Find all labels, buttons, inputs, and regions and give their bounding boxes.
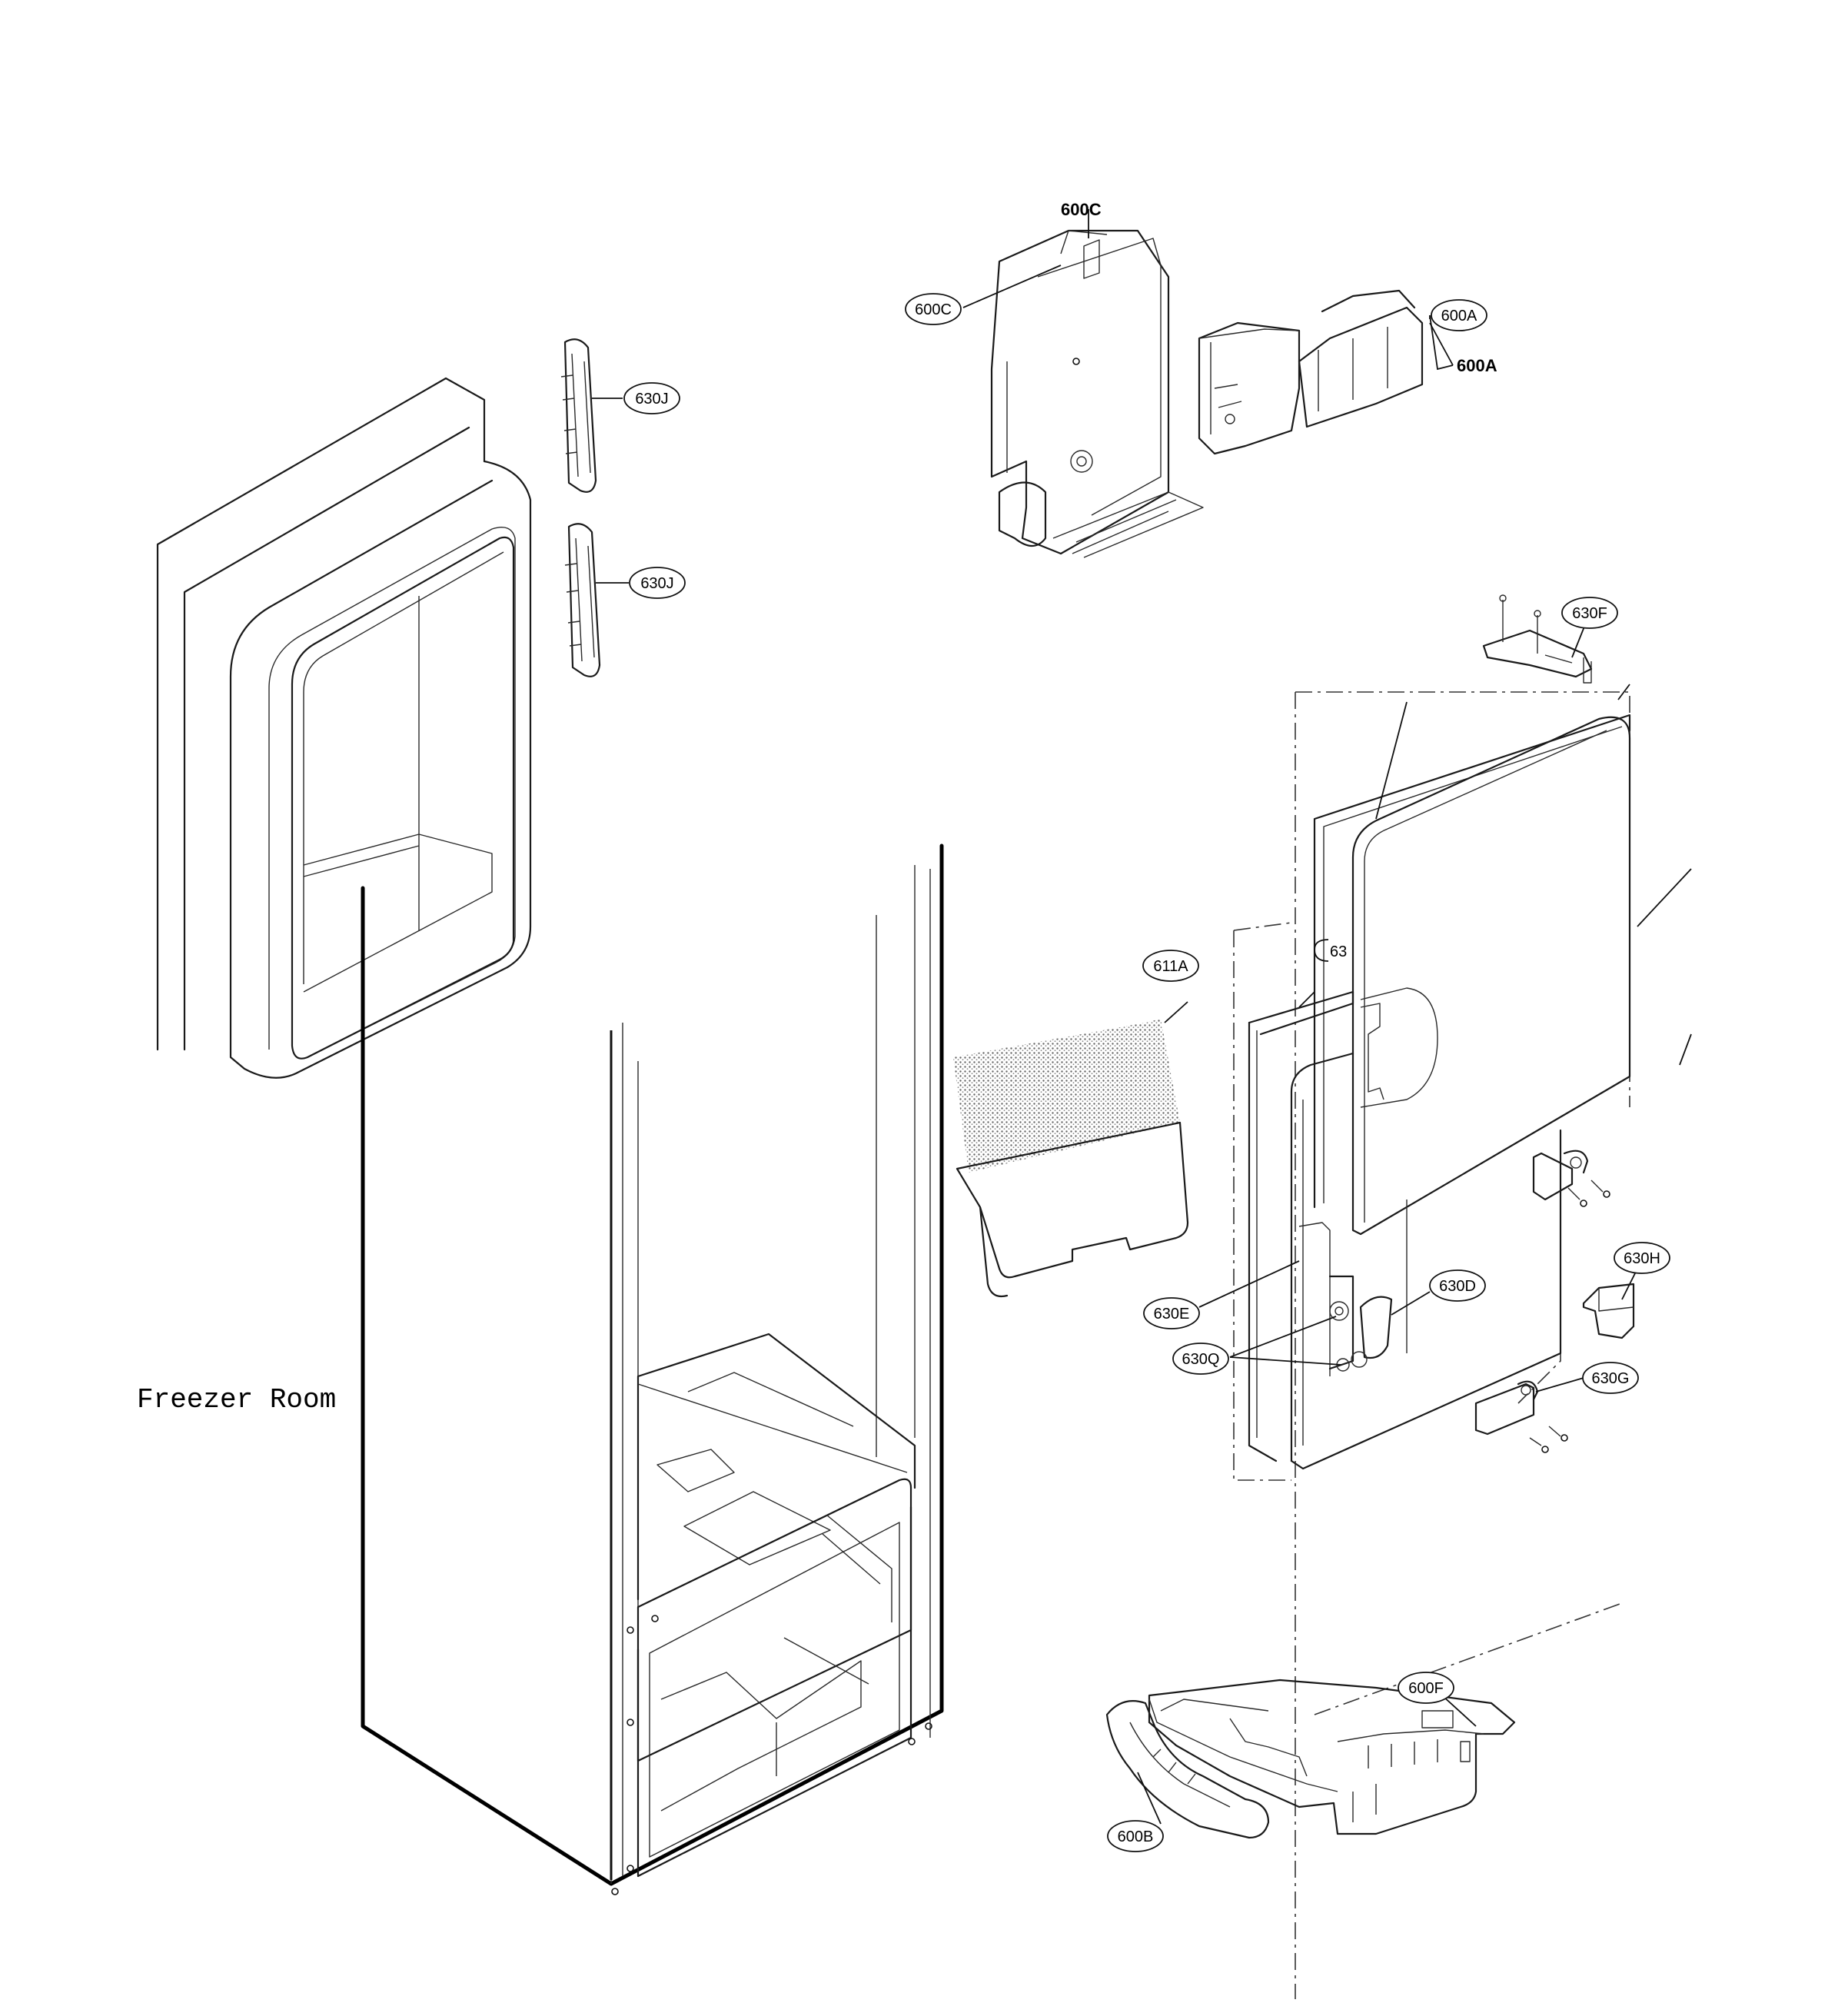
callout-600a: 600A bbox=[1431, 299, 1487, 331]
door-stopper bbox=[1582, 1283, 1635, 1339]
freezer-door-frame bbox=[156, 377, 532, 1079]
label-600a-bold: 600A bbox=[1457, 356, 1497, 375]
callout-600b: 600B bbox=[1107, 1820, 1164, 1852]
callout-63-partial-text: 63 bbox=[1330, 943, 1347, 960]
callout-630j-top-text: 630J bbox=[635, 391, 668, 408]
callout-630f: 630F bbox=[1561, 597, 1618, 629]
freezer-cabinet bbox=[361, 843, 944, 1895]
leader-lines bbox=[592, 209, 1692, 1825]
callout-600b-text: 600B bbox=[1118, 1828, 1154, 1845]
callout-600a-text: 600A bbox=[1441, 308, 1477, 324]
callout-630g-text: 630G bbox=[1592, 1370, 1630, 1387]
door-panel-lower bbox=[1290, 1052, 1562, 1470]
callout-630d: 630D bbox=[1429, 1269, 1486, 1302]
callout-600c-text: 600C bbox=[915, 301, 952, 318]
door-dash-frames bbox=[1233, 691, 1630, 1999]
top-hinge bbox=[1482, 594, 1593, 684]
callout-630e-text: 630E bbox=[1154, 1306, 1190, 1323]
door-gasket bbox=[1248, 714, 1631, 1462]
ice-maker-bracket bbox=[990, 229, 1204, 558]
handle-cap-top bbox=[560, 338, 597, 493]
callout-630j-bottom: 630J bbox=[629, 567, 686, 599]
label-600c-bold: 600C bbox=[1061, 200, 1102, 219]
callout-630f-text: 630F bbox=[1572, 605, 1607, 622]
middle-hinge bbox=[1532, 1150, 1610, 1207]
callout-630q-text: 630Q bbox=[1182, 1351, 1220, 1368]
callout-600f-text: 600F bbox=[1408, 1680, 1444, 1697]
freezer-room-label: Freezer Room bbox=[137, 1384, 336, 1416]
callout-63-partial: 63 bbox=[1314, 939, 1347, 962]
ice-tray-assembly bbox=[1148, 1679, 1516, 1835]
ice-maker-assembly bbox=[1198, 289, 1424, 455]
door-panel-upper bbox=[1351, 716, 1631, 1353]
callout-630d-text: 630D bbox=[1439, 1278, 1476, 1295]
callout-630e: 630E bbox=[1143, 1297, 1200, 1329]
handle-cap-bottom bbox=[564, 523, 601, 677]
callout-600c: 600C bbox=[905, 293, 962, 325]
callout-600f: 600F bbox=[1398, 1672, 1454, 1704]
callout-611a: 611A bbox=[1142, 950, 1199, 982]
callout-630g: 630G bbox=[1582, 1362, 1639, 1394]
ice-tray-lever bbox=[1105, 1700, 1270, 1839]
lower-hinge bbox=[1474, 1380, 1568, 1453]
callout-611a-text: 611A bbox=[1153, 958, 1188, 975]
callout-630q: 630Q bbox=[1172, 1343, 1229, 1375]
ice-chute-shroud bbox=[953, 1019, 1189, 1298]
callout-630h-text: 630H bbox=[1624, 1250, 1660, 1267]
callout-630h: 630H bbox=[1614, 1242, 1670, 1274]
callout-630j-bottom-text: 630J bbox=[640, 575, 673, 592]
callout-630j-top: 630J bbox=[623, 382, 680, 414]
